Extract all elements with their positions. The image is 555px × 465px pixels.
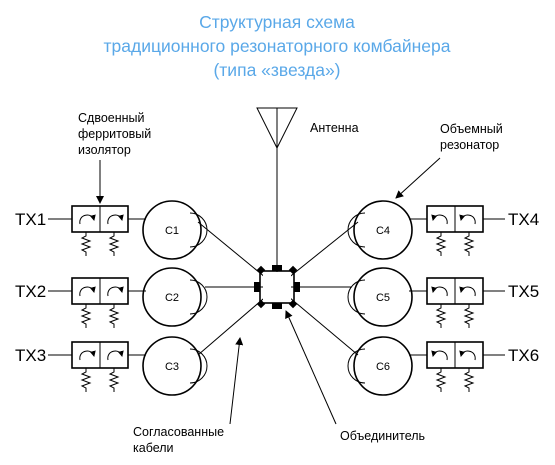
tx5-label: TX5 bbox=[508, 282, 539, 301]
load-icon bbox=[436, 367, 446, 393]
isolator-tx1 bbox=[72, 206, 128, 232]
diagram-title: Структурная схема традиционного резонато… bbox=[104, 12, 451, 80]
isolator-tx3 bbox=[72, 342, 128, 368]
cavity-c6-label: C6 bbox=[376, 361, 390, 373]
isolator-tx5 bbox=[427, 278, 483, 304]
isolator-label-line-1: Сдвоенный bbox=[78, 111, 145, 125]
cavity-c1-label: C1 bbox=[165, 225, 179, 237]
tx1-label: TX1 bbox=[15, 210, 46, 229]
combiner-callout: Объединитель bbox=[285, 310, 425, 443]
isolator-tx6 bbox=[427, 342, 483, 368]
load-icon bbox=[109, 303, 119, 329]
load-icon bbox=[436, 303, 446, 329]
cavity-c1 bbox=[142, 200, 208, 260]
title-line-1: Структурная схема bbox=[199, 12, 355, 32]
cables-callout: Согласованные кабели bbox=[133, 337, 244, 455]
load-icon bbox=[81, 367, 91, 393]
load-icon bbox=[109, 367, 119, 393]
cavity-c5 bbox=[347, 267, 413, 327]
isolator-callout: Сдвоенный ферритовый изолятор bbox=[78, 111, 151, 204]
isolator-label-line-2: ферритовый bbox=[78, 127, 151, 141]
load-icon bbox=[436, 231, 446, 257]
tx2-label: TX2 bbox=[15, 282, 46, 301]
cavity-c5-label: C5 bbox=[376, 292, 390, 304]
resonator-label-line-2: резонатор bbox=[440, 138, 499, 152]
load-icon bbox=[81, 303, 91, 329]
cavity-c3 bbox=[142, 336, 208, 396]
load-icon bbox=[464, 231, 474, 257]
antenna-label: Антенна bbox=[310, 121, 359, 135]
tx4-label: TX4 bbox=[508, 210, 539, 229]
cavity-c6 bbox=[347, 336, 413, 396]
tx3-label: TX3 bbox=[15, 346, 46, 365]
load-icon bbox=[464, 303, 474, 329]
cables-label-line-1: Согласованные bbox=[133, 425, 224, 439]
load-icon bbox=[109, 231, 119, 257]
resonator-callout: Объемный резонатор bbox=[395, 122, 503, 199]
cavity-c2-label: C2 bbox=[165, 292, 179, 304]
cavity-c4-label: C4 bbox=[376, 225, 390, 237]
isolator-tx2 bbox=[72, 278, 128, 304]
cavity-c3-label: C3 bbox=[165, 361, 179, 373]
isolator-tx4 bbox=[427, 206, 483, 232]
load-icon bbox=[464, 367, 474, 393]
isolator-label-line-3: изолятор bbox=[78, 143, 131, 157]
antenna-symbol bbox=[256, 107, 298, 272]
cables-label-line-2: кабели bbox=[133, 441, 174, 455]
combiner-junction bbox=[254, 265, 300, 309]
cavity-c4 bbox=[347, 200, 413, 260]
load-icon bbox=[81, 231, 91, 257]
title-line-3: (типа «звезда») bbox=[213, 60, 340, 80]
cavity-c2 bbox=[142, 267, 208, 327]
title-line-2: традиционного резонаторного комбайнера bbox=[104, 36, 451, 56]
combiner-label: Объединитель bbox=[340, 429, 425, 443]
resonator-label-line-1: Объемный bbox=[440, 122, 503, 136]
tx6-label: TX6 bbox=[508, 346, 539, 365]
